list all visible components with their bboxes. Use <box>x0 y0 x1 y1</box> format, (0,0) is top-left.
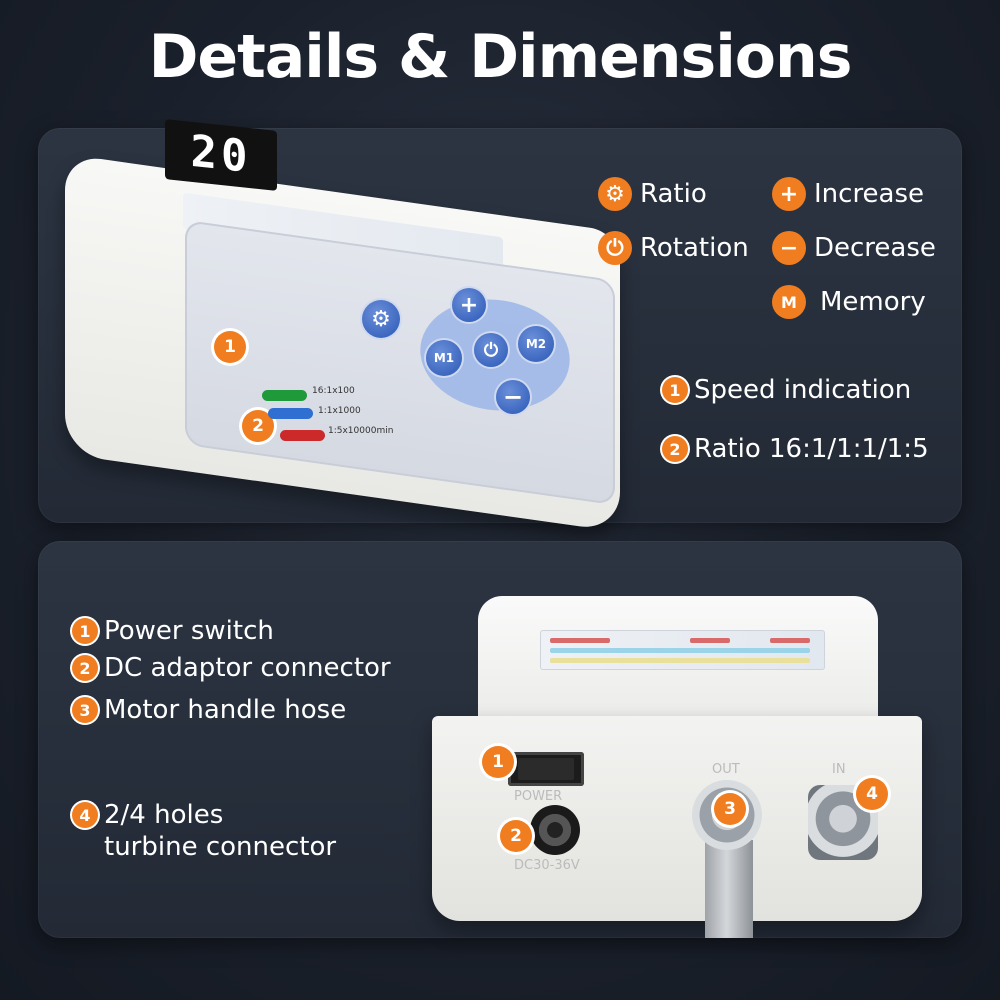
legend-label: Rotation <box>640 233 749 263</box>
legend-increase: + Increase <box>772 177 924 211</box>
legend-label: Ratio <box>640 179 707 209</box>
legend-label: Memory <box>820 287 926 317</box>
in-label: IN <box>832 762 846 777</box>
increase-button[interactable]: + <box>452 288 486 322</box>
legend-decrease: − Decrease <box>772 231 936 265</box>
dc-label: DC30-36V <box>514 858 580 873</box>
feature-ratio: 2 Ratio 16:1/1:1/1:5 <box>662 434 929 464</box>
power-label: POWER <box>514 789 563 804</box>
out-label: OUT <box>712 762 740 777</box>
dc-jack[interactable] <box>530 805 580 855</box>
feature-label: Ratio 16:1/1:1/1:5 <box>694 434 929 464</box>
feature-motor-hose: 3 Motor handle hose <box>72 695 346 725</box>
m2-button[interactable]: M2 <box>518 326 554 362</box>
decrease-button[interactable]: − <box>496 380 530 414</box>
legend-label: Increase <box>814 179 925 209</box>
feature-turbine-connector: 4 2/4 holes <box>72 800 223 830</box>
power-switch[interactable] <box>508 752 584 786</box>
feature-dc-adaptor: 2 DC adaptor connector <box>72 653 391 683</box>
led-green <box>262 390 307 401</box>
legend-rotation: ⏻ Rotation <box>598 231 749 265</box>
callout-1-badge: 1 <box>214 331 246 363</box>
plus-icon: + <box>772 177 806 211</box>
callout-4-badge: 4 <box>856 778 888 810</box>
number-badge: 1 <box>662 377 688 403</box>
legend-memory: M Memory <box>772 285 926 319</box>
power-icon: ⏻ <box>598 231 632 265</box>
feature-label: 2/4 holes <box>104 800 224 830</box>
feature-label: DC adaptor connector <box>104 653 391 683</box>
legend-ratio: ⚙ Ratio <box>598 177 707 211</box>
feature-label-line2: turbine connector <box>104 832 337 862</box>
number-badge: 4 <box>72 802 98 828</box>
feature-label: Power switch <box>104 616 274 646</box>
callout-2-badge: 2 <box>500 820 532 852</box>
m1-button[interactable]: M1 <box>426 340 462 376</box>
led-label-2: 1:1x1000 <box>318 406 361 416</box>
gear-icon: ⚙ <box>598 177 632 211</box>
feature-power-switch: 1 Power switch <box>72 616 274 646</box>
device-rear-label <box>540 630 825 670</box>
number-badge: 2 <box>72 655 98 681</box>
led-blue <box>268 408 313 419</box>
rotation-button[interactable]: ⏻ <box>474 333 508 367</box>
feature-speed-indication: 1 Speed indication <box>662 375 911 405</box>
led-label-1: 16:1x100 <box>312 386 355 396</box>
number-badge: 1 <box>72 618 98 644</box>
motor-hose <box>705 840 753 938</box>
gear-button[interactable]: ⚙ <box>362 300 400 338</box>
feature-label: Speed indication <box>694 375 912 405</box>
led-label-3: 1:5x10000min <box>328 426 394 436</box>
callout-3-badge: 3 <box>714 793 746 825</box>
callout-1-badge: 1 <box>482 746 514 778</box>
page-title: Details & Dimensions <box>148 22 853 92</box>
number-badge: 2 <box>662 436 688 462</box>
feature-label: Motor handle hose <box>104 695 347 725</box>
speed-display: 20 <box>165 119 277 191</box>
legend-label: Decrease <box>814 233 936 263</box>
memory-icon: M <box>772 285 806 319</box>
minus-icon: − <box>772 231 806 265</box>
led-red <box>280 430 325 441</box>
number-badge: 3 <box>72 697 98 723</box>
